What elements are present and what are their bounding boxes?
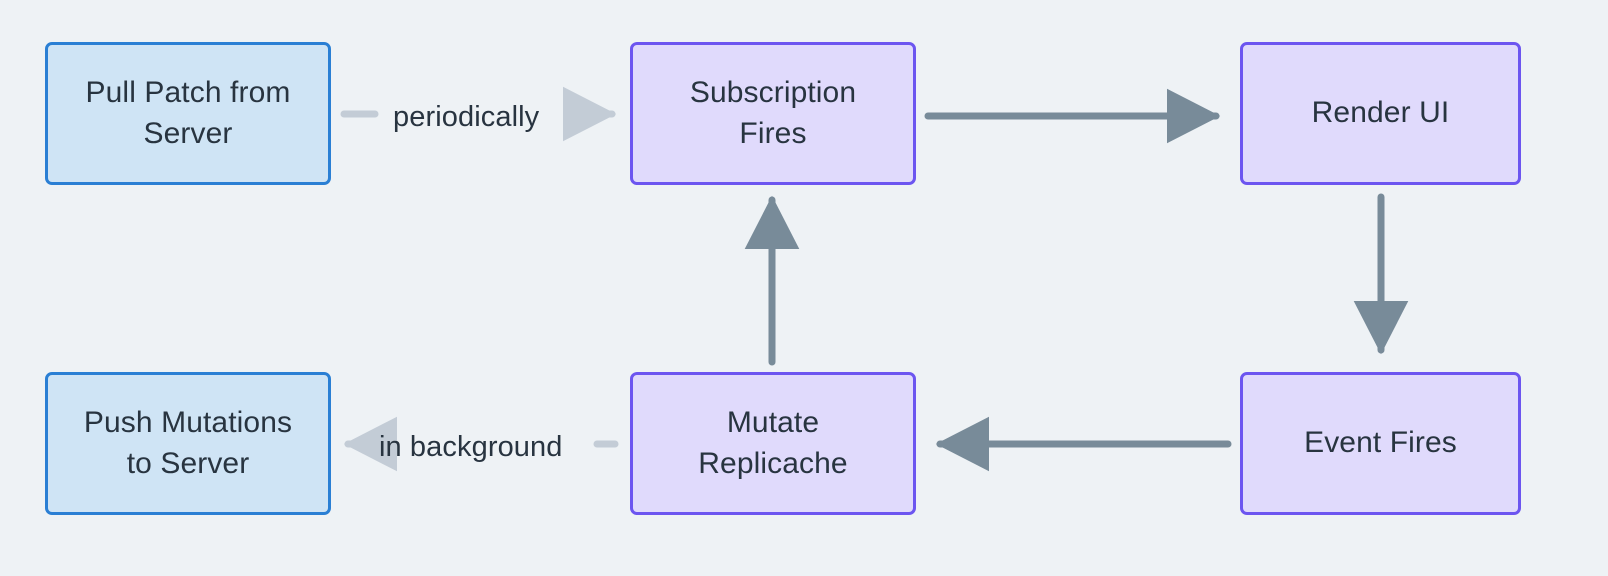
- node-mutate-replicache[interactable]: Mutate Replicache: [630, 372, 916, 515]
- node-label: Subscription Fires: [689, 76, 857, 150]
- node-label: Pull Patch from Server: [85, 76, 291, 150]
- node-pull-patch-from-server[interactable]: Pull Patch from Server: [45, 42, 331, 185]
- node-label: Render UI: [1311, 96, 1450, 130]
- node-render-ui[interactable]: Render UI: [1240, 42, 1521, 185]
- edge-label-in-background: in background: [379, 431, 563, 463]
- edge-label-periodically: periodically: [393, 101, 540, 133]
- node-label: Event Fires: [1304, 426, 1457, 460]
- node-subscription-fires[interactable]: Subscription Fires: [630, 42, 916, 185]
- node-label: Mutate Replicache: [698, 406, 848, 480]
- node-push-mutations-to-server[interactable]: Push Mutations to Server: [45, 372, 331, 515]
- node-event-fires[interactable]: Event Fires: [1240, 372, 1521, 515]
- node-label: Push Mutations to Server: [83, 406, 293, 480]
